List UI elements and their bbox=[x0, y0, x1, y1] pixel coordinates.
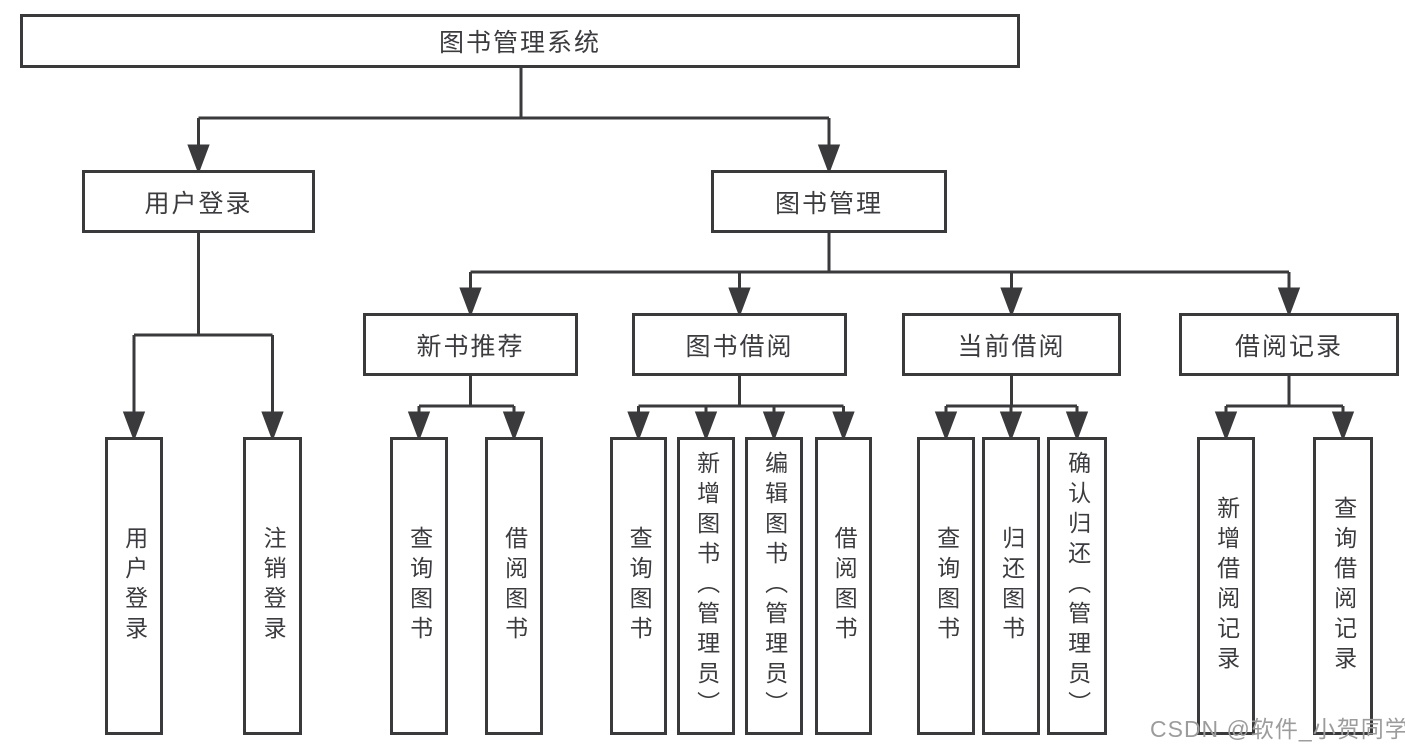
connector-user-login-split bbox=[134, 233, 273, 337]
arrow-to-user-login bbox=[187, 118, 210, 175]
leaf-edit-book: 编辑图书（管理员） bbox=[745, 437, 803, 735]
leaf-query-books-1: 查询图书 bbox=[390, 437, 448, 735]
leaf-logout-label: 注销登录 bbox=[260, 526, 287, 646]
leaf-query-books-2: 查询图书 bbox=[610, 437, 667, 735]
leaf-logout: 注销登录 bbox=[243, 437, 302, 735]
arrow-to-leaf-query-record bbox=[1331, 406, 1355, 442]
arrow-to-leaf-query-books-3 bbox=[934, 406, 958, 442]
leaf-add-book: 新增图书（管理员） bbox=[677, 437, 735, 735]
node-borrow-records-label: 借阅记录 bbox=[1234, 332, 1343, 361]
arrow-to-leaf-add-record bbox=[1214, 406, 1238, 442]
leaf-borrow-books-1-label: 借阅图书 bbox=[501, 526, 528, 646]
connector-borrow-records-split bbox=[1226, 376, 1343, 408]
leaf-return-book: 归还图书 bbox=[982, 437, 1040, 735]
leaf-user-login: 用户登录 bbox=[105, 437, 163, 735]
leaf-confirm-return: 确认归还（管理员） bbox=[1047, 437, 1107, 735]
node-new-book-recommend: 新书推荐 bbox=[363, 313, 578, 376]
arrow-to-leaf-add-book bbox=[694, 406, 718, 442]
leaf-query-books-2-label: 查询图书 bbox=[626, 526, 653, 646]
arrow-to-leaf-return-book bbox=[999, 406, 1023, 442]
node-book-borrow-label: 图书借阅 bbox=[685, 332, 794, 361]
connector-root-split bbox=[198, 68, 829, 120]
leaf-query-books-3: 查询图书 bbox=[917, 437, 975, 735]
arrow-to-book-management bbox=[817, 118, 841, 175]
leaf-query-record-label: 查询借阅记录 bbox=[1330, 496, 1357, 676]
leaf-add-book-label: 新增图书（管理员） bbox=[693, 451, 720, 721]
connector-new-book-split bbox=[419, 376, 514, 408]
arrow-to-current-borrow bbox=[1000, 272, 1023, 318]
arrow-to-leaf-borrow-books-1 bbox=[502, 406, 526, 442]
connector-book-management-split bbox=[470, 233, 1289, 274]
node-new-book-recommend-label: 新书推荐 bbox=[416, 332, 525, 361]
leaf-user-login-label: 用户登录 bbox=[121, 526, 148, 646]
leaf-query-books-3-label: 查询图书 bbox=[933, 526, 960, 646]
arrow-to-leaf-confirm-return bbox=[1065, 406, 1089, 442]
arrow-to-leaf-query-books-2 bbox=[627, 406, 650, 442]
arrow-to-borrow-records bbox=[1277, 272, 1301, 318]
leaf-edit-book-label: 编辑图书（管理员） bbox=[761, 451, 788, 721]
connector-book-borrow-split bbox=[638, 376, 844, 408]
arrow-to-leaf-query-books-1 bbox=[407, 406, 431, 442]
connector-current-borrow-split bbox=[946, 376, 1077, 408]
leaf-query-books-1-label: 查询图书 bbox=[406, 526, 433, 646]
leaf-add-record: 新增借阅记录 bbox=[1197, 437, 1255, 735]
node-user-login: 用户登录 bbox=[82, 170, 315, 233]
arrow-to-leaf-borrow-books-2 bbox=[832, 406, 855, 442]
watermark-text: CSDN @软件_小贺同学 bbox=[1150, 716, 1405, 742]
node-root-label: 图书管理系统 bbox=[438, 29, 601, 57]
node-book-borrow: 图书借阅 bbox=[632, 313, 847, 376]
leaf-borrow-books-2: 借阅图书 bbox=[815, 437, 872, 735]
leaf-return-book-label: 归还图书 bbox=[998, 526, 1025, 646]
arrow-to-new-book-recommend bbox=[459, 272, 482, 318]
leaf-borrow-books-1: 借阅图书 bbox=[485, 437, 543, 735]
node-book-management: 图书管理 bbox=[711, 170, 947, 233]
leaf-confirm-return-label: 确认归还（管理员） bbox=[1064, 451, 1091, 721]
node-root: 图书管理系统 bbox=[20, 14, 1020, 68]
node-current-borrow: 当前借阅 bbox=[902, 313, 1121, 376]
arrow-to-leaf-logout bbox=[261, 335, 284, 442]
node-user-login-label: 用户登录 bbox=[144, 189, 253, 218]
leaf-query-record: 查询借阅记录 bbox=[1313, 437, 1373, 735]
leaf-add-record-label: 新增借阅记录 bbox=[1213, 496, 1240, 676]
arrow-to-book-borrow bbox=[728, 272, 751, 318]
leaf-borrow-books-2-label: 借阅图书 bbox=[831, 526, 858, 646]
arrow-to-leaf-edit-book bbox=[762, 406, 786, 442]
node-book-management-label: 图书管理 bbox=[774, 189, 883, 218]
node-current-borrow-label: 当前借阅 bbox=[957, 332, 1066, 361]
node-borrow-records: 借阅记录 bbox=[1179, 313, 1399, 376]
arrow-to-leaf-user-login bbox=[122, 335, 146, 442]
